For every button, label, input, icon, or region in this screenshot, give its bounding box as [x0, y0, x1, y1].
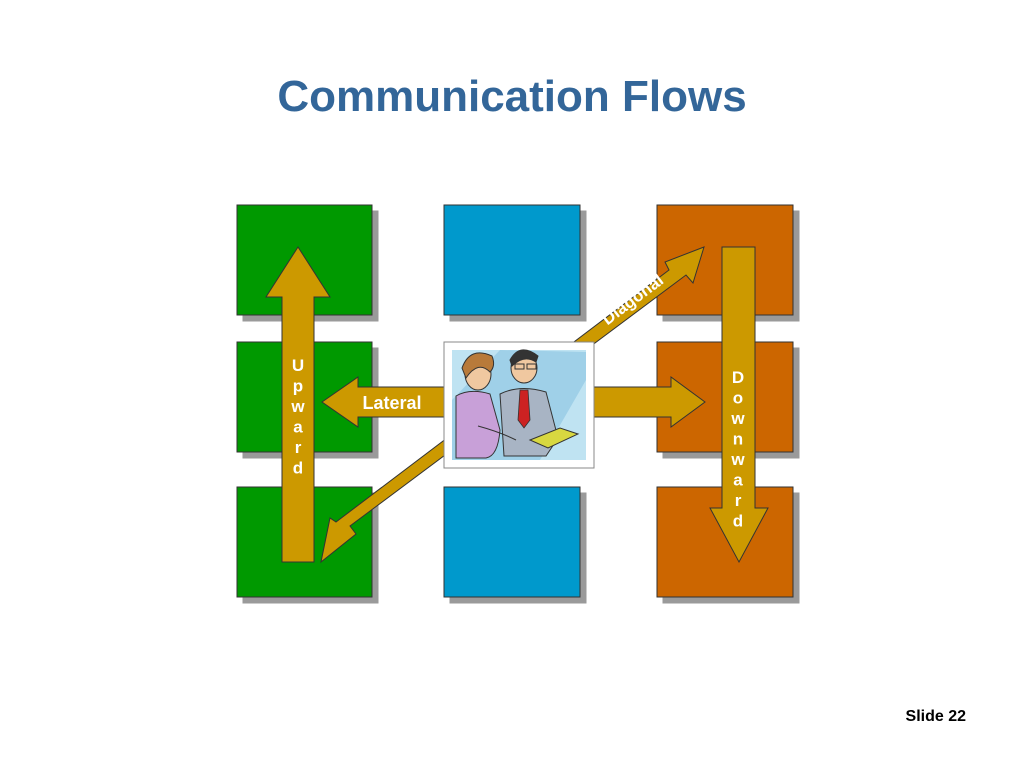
upward-label-letter: d	[293, 459, 303, 478]
slide-number: Slide 22	[905, 708, 966, 725]
downward-label-letter: r	[735, 491, 742, 510]
downward-label-letter: o	[733, 389, 743, 408]
downward-label-letter: a	[733, 471, 743, 490]
box-blue-top	[443, 204, 581, 316]
upward-label-letter: r	[295, 438, 302, 457]
upward-label-letter: w	[290, 397, 305, 416]
upward-label-letter: a	[293, 418, 303, 437]
slide-title: Communication Flows	[277, 72, 747, 121]
downward-label-letter: D	[732, 368, 744, 387]
upward-label-letter: U	[292, 356, 304, 375]
upward-label-letter: p	[293, 377, 303, 396]
downward-label-letter: w	[730, 450, 745, 469]
people-meeting-image	[443, 341, 595, 469]
box-blue-bottom	[443, 486, 581, 598]
lateral-label: Lateral	[362, 393, 421, 413]
downward-label-letter: d	[733, 512, 743, 531]
downward-arrow	[709, 246, 769, 564]
downward-label-letter: n	[733, 430, 743, 449]
downward-label-letter: w	[730, 409, 745, 428]
upward-arrow	[265, 246, 331, 563]
